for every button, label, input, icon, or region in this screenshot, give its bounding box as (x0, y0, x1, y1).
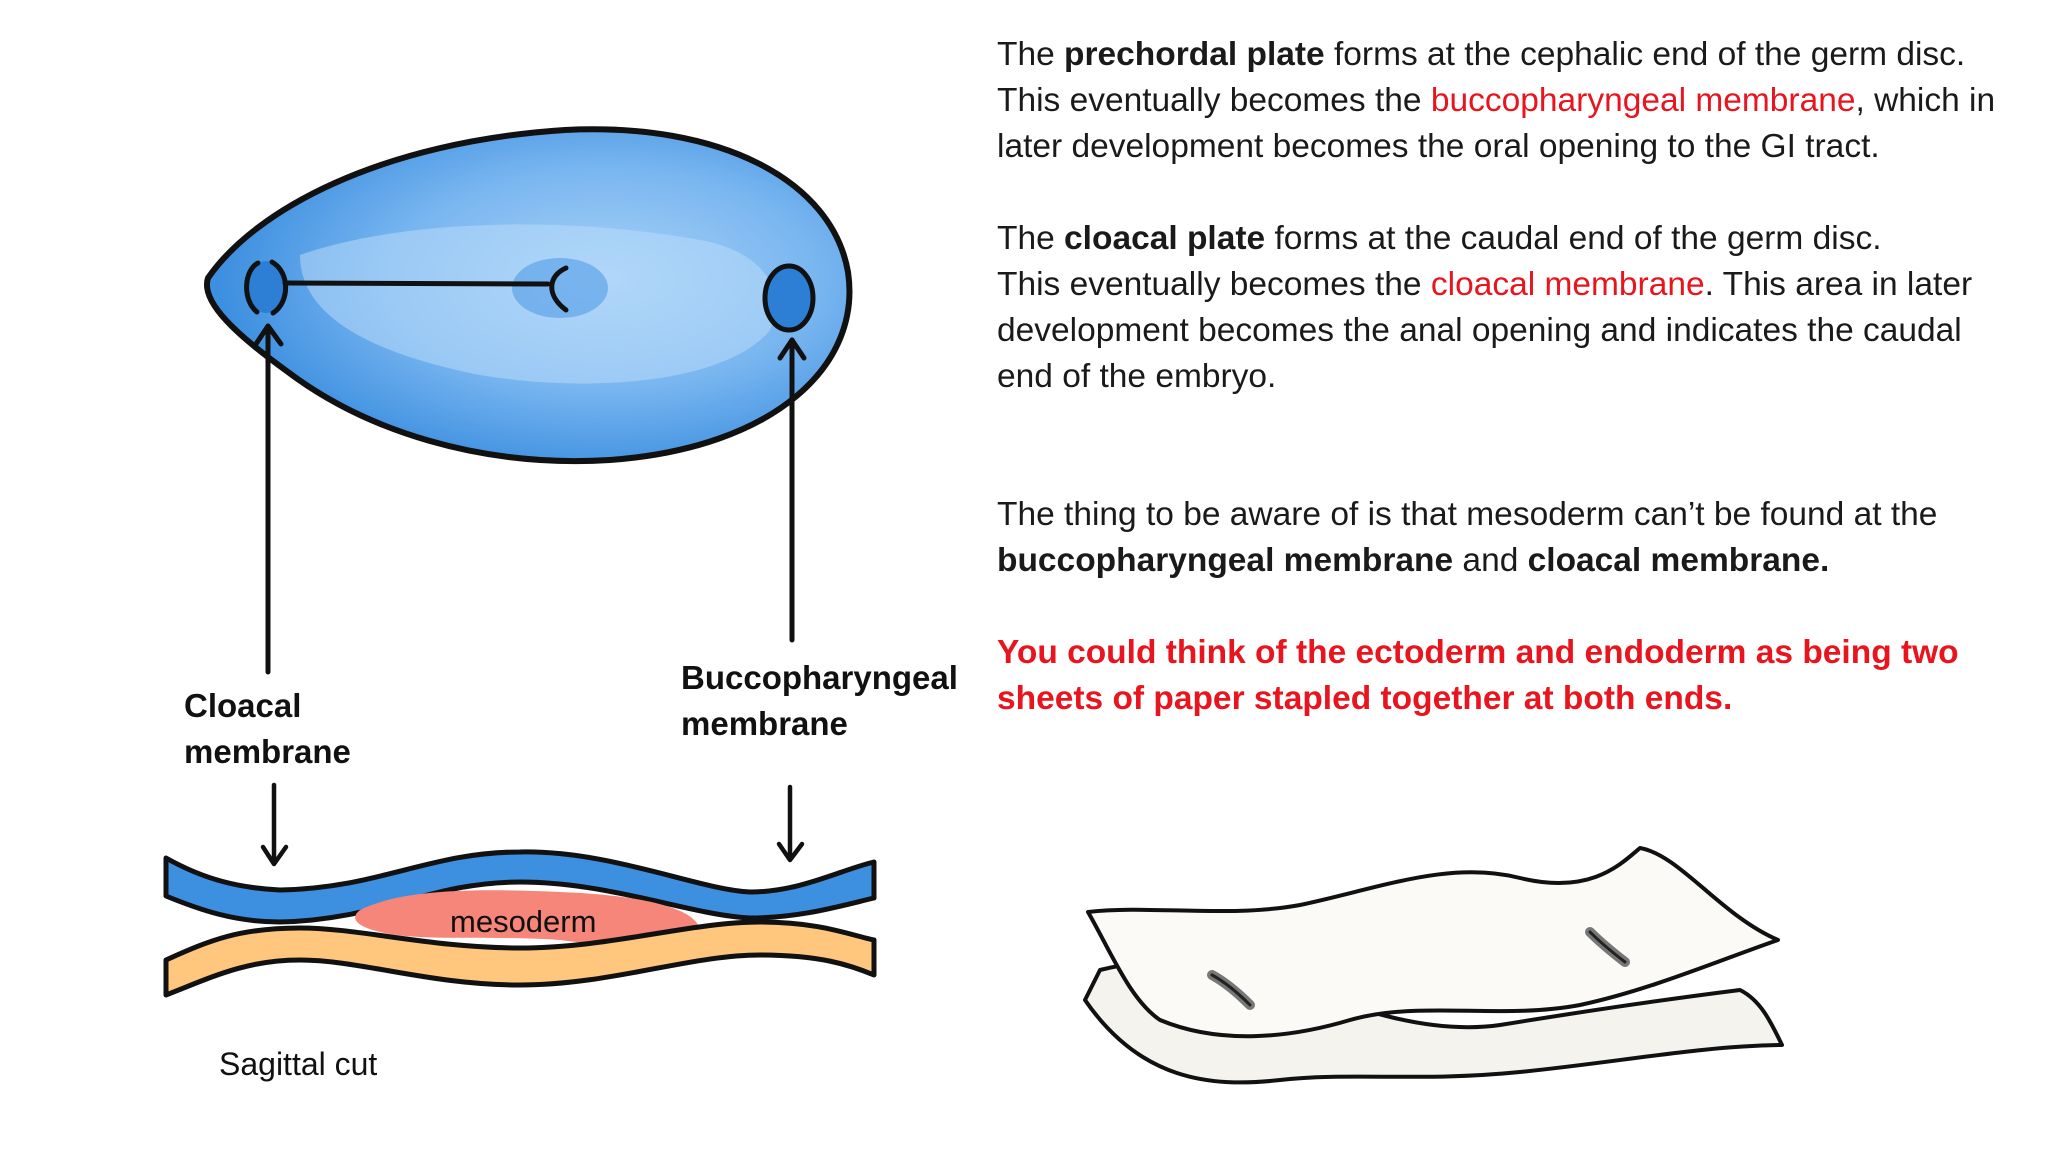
text-fragment: The (997, 36, 1065, 73)
para-prechordal: The prechordal plate forms at the cephal… (997, 32, 2007, 78)
arrow-bucco-down (776, 784, 805, 863)
endoderm-layer (163, 919, 877, 998)
mesoderm-layer (355, 890, 700, 946)
text-fragment: forms at the caudal end of the germ disc… (1265, 220, 1882, 257)
arrow-bucco-up (777, 337, 807, 643)
text-fragment: The thing to be aware of is that mesoder… (997, 496, 1938, 533)
label-cloacal-line2: membrane (184, 733, 351, 770)
text-fragment: . This area in later development becomes… (997, 266, 1973, 395)
para-cloacal-membrane: This eventually becomes the cloacal memb… (997, 262, 2007, 400)
para-cloacal-plate: The cloacal plate forms at the caudal en… (997, 216, 2007, 262)
label-buccopharyngeal-membrane: Buccopharyngeal membrane (681, 655, 958, 747)
label-sagittal-cut: Sagittal cut (219, 1046, 378, 1082)
cloacal-membrane-marker (244, 259, 289, 316)
label-bucco-line2: membrane (681, 705, 848, 742)
text-fragment: forms at the cephalic end of the germ di… (1324, 36, 1966, 73)
primitive-streak (282, 265, 569, 313)
arrow-cloacal-up (253, 323, 284, 675)
buccopharyngeal-membrane-marker (762, 263, 816, 333)
term-cloacal-membrane: cloacal membrane (1430, 266, 1705, 303)
explanation-text: The prechordal plate forms at the cephal… (997, 32, 2007, 722)
term-cloacal-plate: cloacal plate (1064, 220, 1266, 257)
label-cloacal-membrane: Cloacal membrane (184, 683, 351, 775)
para-analogy: You could think of the ectoderm and endo… (997, 634, 1959, 717)
text-fragment: This eventually becomes the (997, 266, 1431, 303)
text-fragment: , which in later development becomes the… (997, 82, 1996, 165)
germ-disc (203, 126, 853, 465)
arrow-cloacal-down (260, 782, 289, 867)
text-fragment: and (1453, 542, 1528, 579)
para-buccopharyngeal: This eventually becomes the buccopharyng… (997, 78, 2007, 170)
term-buccopharyngeal-bold: buccopharyngeal membrane (997, 542, 1454, 579)
term-buccopharyngeal-membrane: buccopharyngeal membrane (1430, 82, 1856, 119)
term-prechordal-plate: prechordal plate (1064, 36, 1325, 73)
para-mesoderm-note: The thing to be aware of is that mesoder… (997, 492, 2007, 584)
stapled-paper-illustration (1083, 846, 1784, 1085)
text-fragment: This eventually becomes the (997, 82, 1431, 119)
term-cloacal-bold: cloacal membrane. (1527, 542, 1830, 579)
text-fragment: The (997, 220, 1065, 257)
label-bucco-line1: Buccopharyngeal (681, 659, 958, 696)
label-mesoderm: mesoderm (450, 904, 597, 939)
label-cloacal-line1: Cloacal (184, 687, 302, 724)
